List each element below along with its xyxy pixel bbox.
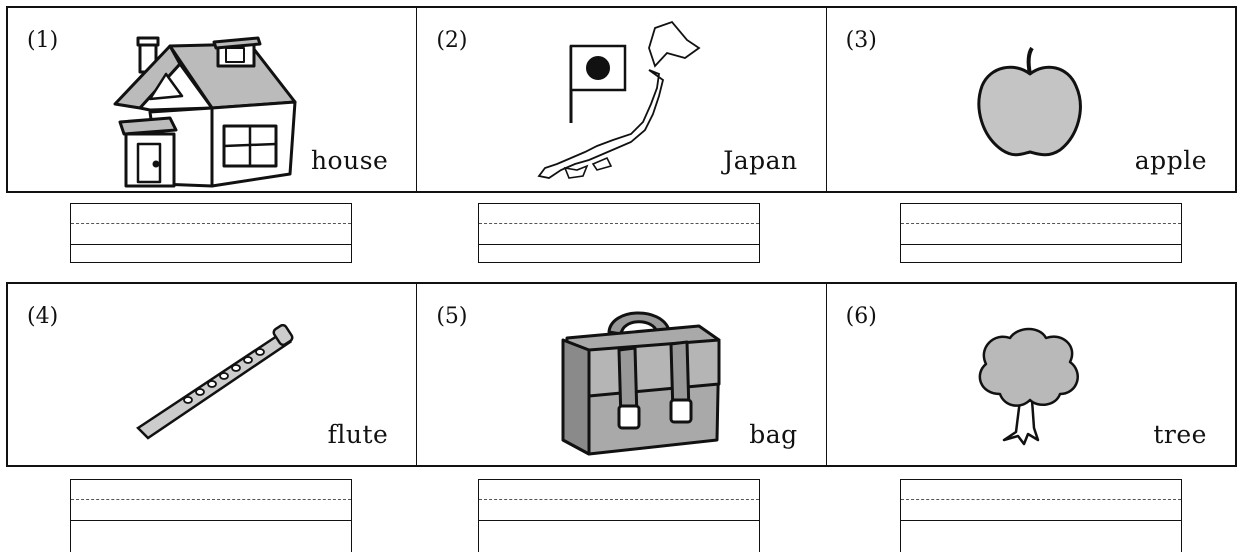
answer-box-1[interactable] bbox=[70, 203, 352, 263]
tree-icon bbox=[978, 327, 1079, 446]
item-cell-4: (4) flute bbox=[8, 284, 418, 465]
house-icon bbox=[113, 36, 297, 188]
answer-box-2[interactable] bbox=[478, 203, 760, 263]
apple-icon bbox=[977, 46, 1082, 157]
item-number: (1) bbox=[27, 28, 59, 53]
item-number: (5) bbox=[436, 304, 468, 329]
answer-box-6[interactable] bbox=[900, 479, 1182, 552]
item-number: (3) bbox=[845, 28, 877, 53]
item-number: (4) bbox=[27, 304, 59, 329]
item-word: bag bbox=[749, 420, 798, 449]
item-word: house bbox=[310, 146, 389, 175]
picture-row-1: (1) house bbox=[6, 6, 1237, 193]
japan-flag-map-icon bbox=[537, 20, 701, 179]
item-cell-5: (5) bag bbox=[417, 284, 827, 465]
item-cell-6: (6) tree bbox=[827, 284, 1235, 465]
flute-icon bbox=[136, 324, 294, 440]
answer-box-3[interactable] bbox=[900, 203, 1182, 263]
item-word: flute bbox=[327, 420, 389, 449]
item-word: apple bbox=[1134, 146, 1207, 175]
item-cell-3: (3) apple bbox=[827, 8, 1235, 191]
item-cell-1: (1) house bbox=[8, 8, 418, 191]
answer-box-4[interactable] bbox=[70, 479, 352, 552]
item-number: (2) bbox=[436, 28, 468, 53]
picture-row-2: (4) flute (5) bbox=[6, 282, 1237, 467]
item-number: (6) bbox=[845, 304, 877, 329]
item-word: tree bbox=[1153, 420, 1207, 449]
item-cell-2: (2) Japan bbox=[417, 8, 827, 191]
item-word: Japan bbox=[723, 146, 798, 175]
bag-icon bbox=[561, 311, 721, 456]
answer-box-5[interactable] bbox=[478, 479, 760, 552]
